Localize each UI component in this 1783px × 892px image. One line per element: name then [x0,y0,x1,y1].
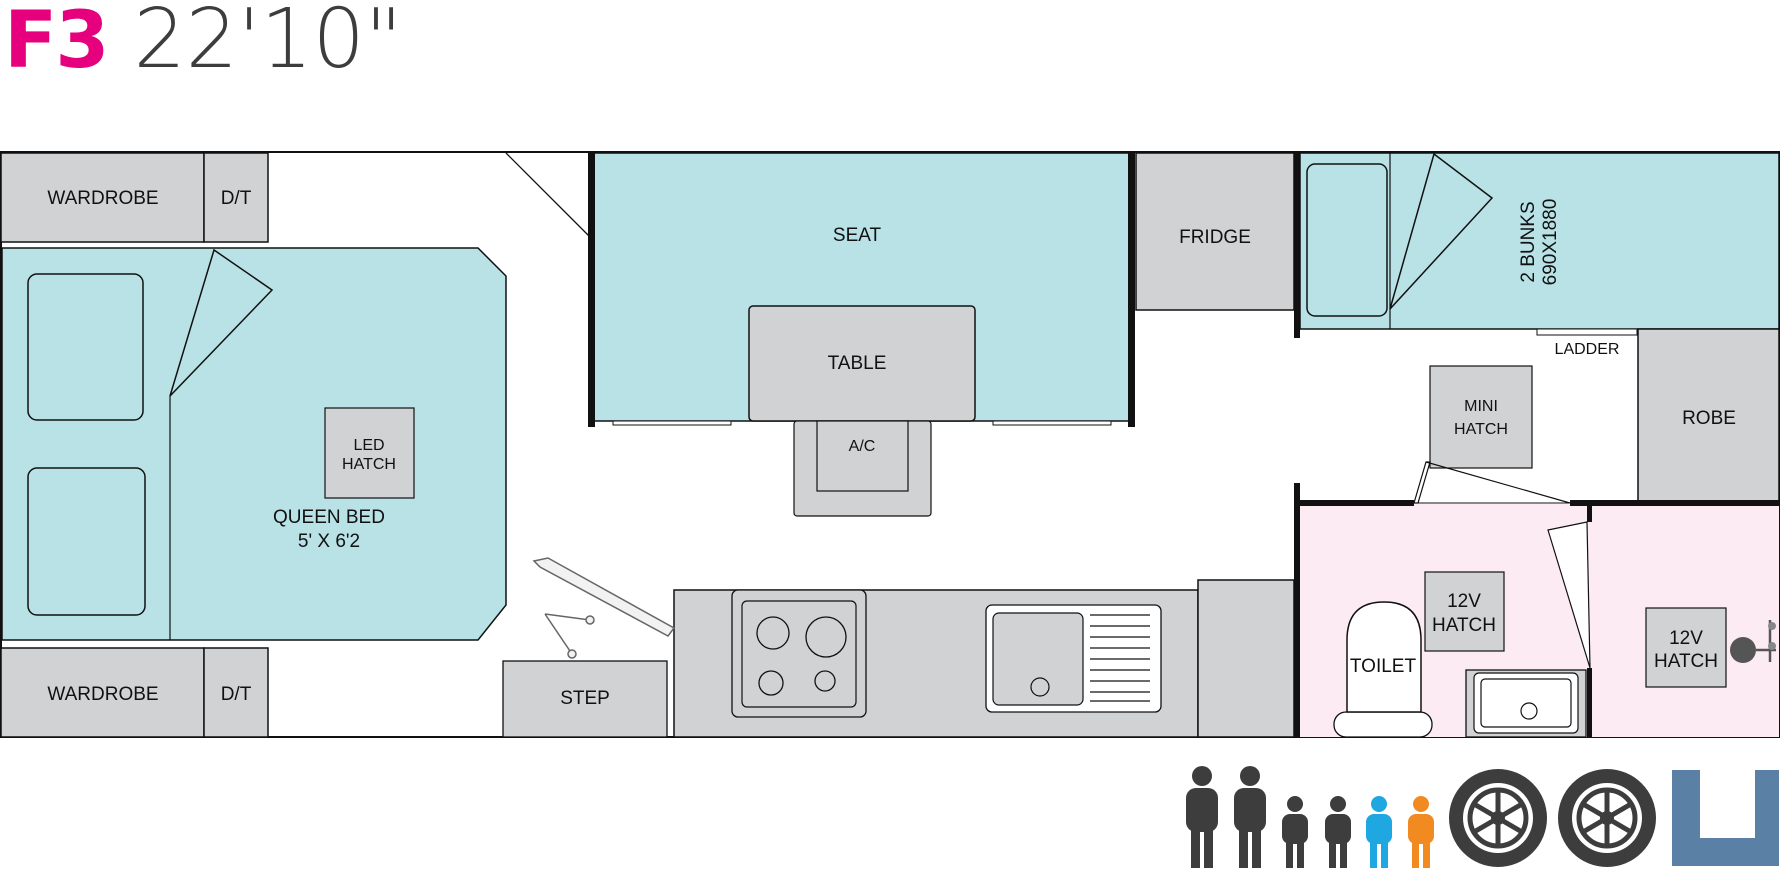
burner-3 [758,670,784,696]
entry-door-grab [532,557,676,659]
ladder-label: LADDER [1555,341,1620,358]
basin-drain [1520,702,1538,720]
sink-bowl [992,612,1084,706]
queen-bed-label-1: QUEEN BED [273,507,385,528]
mini-hatch [1429,365,1533,469]
bunk-wall-left [1294,153,1300,338]
child-person-icon [1282,796,1308,868]
kitchen [673,579,1295,738]
bathroom-wall-top-left [1294,500,1414,506]
burner-2 [805,616,847,658]
drainer [1090,614,1150,702]
offroad-tyre-icon [1449,769,1547,867]
ensuite-door [1547,521,1591,669]
bedroom: WARDROBE D/T LED HATCH QUEEN BED 5' X 6'… [0,152,507,738]
bathroom-divider-low [1587,668,1592,737]
adult-person-icon [1234,766,1266,868]
door-swing [505,152,591,238]
seat-base-right [992,420,1112,426]
wardrobe-bottom [0,647,205,738]
seat-base-left [612,420,732,426]
bathroom-door [1413,461,1431,504]
led-hatch-label-2: HATCH [342,456,396,473]
cooktop-inner [741,600,857,708]
hatch-12v-a [1424,571,1505,652]
van-length: 22'10" [133,0,403,87]
hatch-12v-b [1645,607,1727,688]
hatch-12v-a-label-1: 12V [1447,591,1481,612]
child-person-icon-blue [1366,796,1392,868]
led-hatch-label-1: LED [353,437,384,454]
fridge-label: FRIDGE [1179,227,1251,248]
bunk-blanket-fold [1389,152,1494,310]
dt-bottom-label: D/T [221,684,252,705]
hatch-12v-a-label-2: HATCH [1432,615,1496,636]
ac-unit-inner [816,420,909,492]
bathroom-divider [1587,506,1592,522]
dt-top-label: D/T [221,188,252,209]
pillow-top [27,273,144,421]
bathroom-wall-top-right [1570,500,1779,506]
table-label: TABLE [828,353,887,374]
robe-label: ROBE [1682,408,1736,429]
model-name: F3 [4,0,110,86]
burner-4 [814,670,836,692]
mini-hatch-label-2: HATCH [1454,421,1508,438]
bunks: 2 BUNKS 690X1880 LADDER [1294,152,1780,358]
toilet-bowl [1346,601,1422,713]
step-label: STEP [560,688,610,709]
wardrobe-bottom-label: WARDROBE [47,684,158,705]
robe [1637,328,1780,503]
dinette: SEAT TABLE A/C [588,152,1135,517]
pillow-bottom [27,467,146,616]
floorplan-title: F3 22'10" [4,0,403,92]
bunks-label-1: 2 BUNKS [1518,201,1539,282]
bunk-pillow [1306,163,1388,317]
hatch-12v-b-label-2: HATCH [1654,651,1718,672]
mini-hatch-label-1: MINI [1464,398,1498,415]
shower-head-icon [1730,620,1776,663]
ladder [1536,328,1638,336]
child-person-icon [1325,796,1351,868]
toilet-label: TOILET [1350,656,1417,677]
dinette-wall-left [588,153,595,427]
bunks-label-2: 690X1880 [1540,199,1561,286]
entry-step [502,660,668,738]
child-person-icon-orange [1408,796,1434,868]
pantry [1197,579,1295,738]
toilet-base [1333,711,1433,738]
burner-1 [756,616,790,650]
u-shape-layout-icon [1672,770,1779,866]
dinette-wall-right [1128,153,1135,427]
ac-label: A/C [849,438,876,455]
sink-drain [1030,677,1050,697]
led-hatch [324,407,415,499]
wardrobe-top-label: WARDROBE [47,188,158,209]
dt-bottom [203,647,269,738]
dt-top [203,152,269,243]
fridge [1135,152,1295,311]
offroad-tyre-icon [1558,769,1656,867]
adult-person-icon [1186,766,1218,868]
hatch-12v-b-label-1: 12V [1669,628,1703,649]
queen-bed-label-2: 5' X 6'2 [298,531,360,552]
bathroom: 12V HATCH TOILET 12V HATCH [1294,461,1779,738]
bed-blanket-fold [169,248,274,397]
bathroom-wall-left [1294,483,1300,737]
seat-label: SEAT [833,225,882,246]
